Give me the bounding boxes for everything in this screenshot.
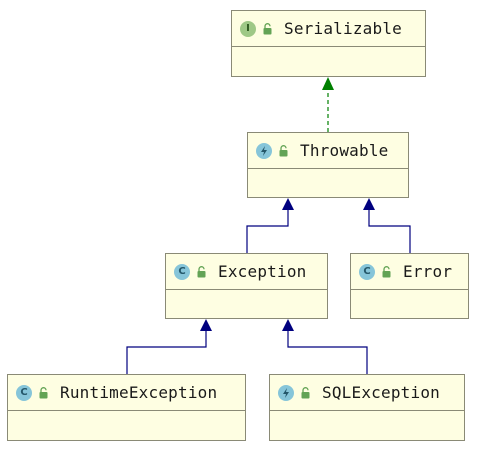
node-serializable[interactable]: I Serializable bbox=[231, 10, 426, 77]
interface-icon: I bbox=[240, 20, 256, 37]
edge-error-extends-throwable bbox=[363, 198, 411, 253]
extends-arrowhead bbox=[363, 198, 375, 210]
edge-runtimeexception-extends-exception bbox=[126, 319, 212, 374]
node-body bbox=[248, 169, 408, 197]
node-sql-exception[interactable]: SQLException bbox=[269, 374, 465, 441]
class-name: SQLException bbox=[322, 383, 440, 402]
node-body bbox=[351, 290, 468, 318]
abstract-class-icon bbox=[256, 142, 272, 159]
abstract-class-icon bbox=[278, 384, 294, 401]
node-body bbox=[8, 411, 245, 440]
class-name: Error bbox=[403, 262, 453, 281]
node-body bbox=[166, 290, 327, 318]
extends-line bbox=[126, 331, 207, 374]
extends-arrowhead bbox=[282, 319, 294, 331]
node-body bbox=[270, 411, 464, 440]
public-lock-icon bbox=[197, 265, 206, 277]
node-error[interactable]: C Error bbox=[350, 253, 469, 319]
edge-exception-extends-throwable bbox=[246, 198, 294, 253]
node-header: SQLException bbox=[270, 375, 464, 411]
edge-sqlexception-extends-exception bbox=[282, 319, 368, 374]
public-lock-icon bbox=[382, 265, 391, 277]
public-lock-icon bbox=[301, 386, 310, 398]
class-name: Exception bbox=[218, 262, 307, 281]
public-lock-icon bbox=[279, 144, 288, 156]
public-lock-icon bbox=[39, 386, 48, 398]
node-exception[interactable]: C Exception bbox=[165, 253, 328, 319]
node-throwable[interactable]: Throwable bbox=[247, 132, 409, 198]
node-header: I Serializable bbox=[232, 11, 425, 47]
class-icon: C bbox=[359, 263, 375, 280]
edge-throwable-implements-serializable bbox=[322, 77, 334, 132]
node-header: C RuntimeException bbox=[8, 375, 245, 411]
extends-line bbox=[246, 210, 289, 253]
node-body bbox=[232, 47, 425, 76]
node-runtime-exception[interactable]: C RuntimeException bbox=[7, 374, 246, 441]
lightning-bolt-icon bbox=[283, 387, 289, 398]
class-name: RuntimeException bbox=[60, 383, 218, 402]
extends-arrowhead bbox=[282, 198, 294, 210]
public-lock-icon bbox=[263, 22, 272, 34]
extends-line bbox=[287, 331, 368, 374]
node-header: Throwable bbox=[248, 133, 408, 169]
extends-arrowhead bbox=[200, 319, 212, 331]
node-header: C Exception bbox=[166, 254, 327, 290]
class-icon: C bbox=[16, 384, 32, 401]
class-icon: C bbox=[174, 263, 190, 280]
extends-line bbox=[368, 210, 411, 253]
class-name: Serializable bbox=[284, 19, 402, 38]
class-name: Throwable bbox=[300, 141, 389, 160]
implements-arrowhead bbox=[322, 77, 334, 90]
node-header: C Error bbox=[351, 254, 468, 290]
lightning-bolt-icon bbox=[261, 145, 267, 156]
